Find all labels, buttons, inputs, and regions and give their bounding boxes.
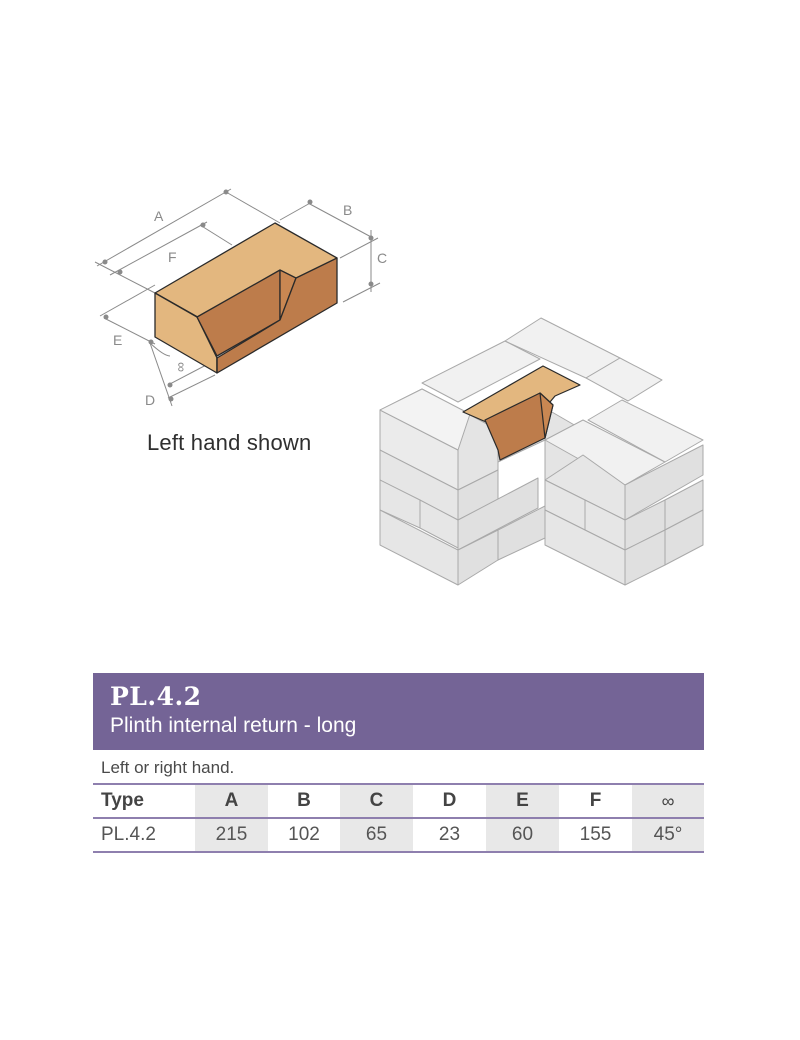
brick-dimension-diagram: A B C D E F ∞: [94, 188, 387, 408]
column-header-e: E: [486, 785, 559, 819]
column-header-angle: ∞: [632, 785, 704, 819]
column-header-f: F: [559, 785, 632, 819]
cell-c: 65: [340, 818, 413, 853]
column-header-a: A: [195, 785, 268, 819]
spec-header: PL.4.2 Plinth internal return - long: [93, 673, 704, 750]
product-name: Plinth internal return - long: [110, 714, 357, 737]
table-row: PL.4.2 215 102 65 23 60 155 45°: [93, 818, 704, 853]
cell-angle: 45°: [632, 818, 704, 853]
diagram-caption: Left hand shown: [147, 430, 312, 455]
cell-a: 215: [195, 818, 268, 853]
dim-label-b: B: [343, 202, 352, 218]
dimension-labels: A B C D E F ∞: [113, 202, 387, 408]
product-spec-block: PL.4.2 Plinth internal return - long Lef…: [93, 673, 704, 853]
cell-type: PL.4.2: [93, 818, 195, 853]
column-header-c: C: [340, 785, 413, 819]
dim-label-e: E: [113, 332, 122, 348]
dim-label-c: C: [377, 250, 387, 266]
cell-f: 155: [559, 818, 632, 853]
dim-label-d: D: [145, 392, 155, 408]
column-header-type: Type: [93, 785, 195, 819]
table-header-row: Type A B C D E F ∞: [93, 785, 704, 819]
wall-installation-diagram: [379, 317, 704, 586]
cell-b: 102: [268, 818, 340, 853]
dimension-table: Type A B C D E F ∞ PL.4.2 215 102 65 23 …: [93, 785, 704, 853]
cell-d: 23: [413, 818, 486, 853]
dim-label-a: A: [154, 208, 164, 224]
cell-e: 60: [486, 818, 559, 853]
column-header-d: D: [413, 785, 486, 819]
dim-label-f: F: [168, 249, 177, 265]
dim-label-angle: ∞: [172, 362, 188, 372]
handedness-note: Left or right hand.: [93, 750, 704, 785]
column-header-b: B: [268, 785, 340, 819]
product-code: PL.4.2: [110, 682, 202, 711]
